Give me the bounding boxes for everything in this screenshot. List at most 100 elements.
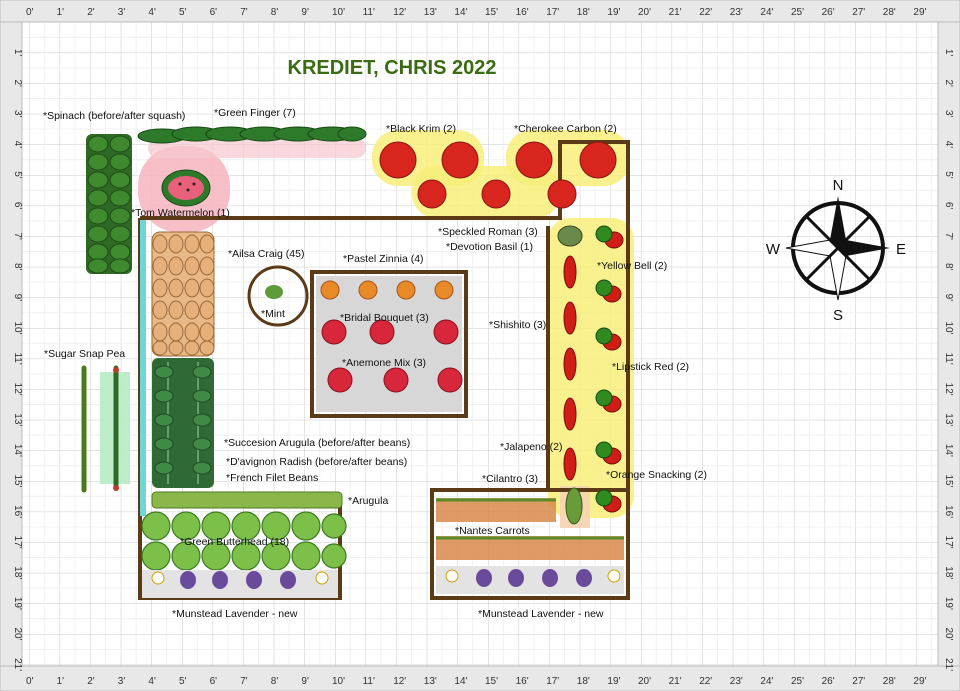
watermelon-icon xyxy=(161,169,211,207)
ruler-bottom-tick: 23' xyxy=(730,676,743,687)
label-jalapeno: *Jalapeno (2) xyxy=(500,441,562,453)
ruler-bottom: 0'1'2'3'4'5'6'7'8'9'10'11'12'13'14'15'16… xyxy=(26,676,927,687)
ruler-bottom-tick: 19' xyxy=(607,676,620,687)
ruler-right: 1'2'3'4'5'6'7'8'9'10'11'12'13'14'15'16'1… xyxy=(943,49,954,671)
ruler-right-tick: 4' xyxy=(943,141,954,149)
cucumber-plants xyxy=(137,126,367,144)
ruler-bottom-tick: 16' xyxy=(516,676,529,687)
ruler-bottom-tick: 0' xyxy=(26,676,34,687)
lavender-row-right xyxy=(436,566,624,594)
ruler-right-tick: 6' xyxy=(943,202,954,210)
ruler-bottom-tick: 25' xyxy=(791,676,804,687)
ruler-left-tick: 17' xyxy=(12,536,23,549)
ruler-top-tick: 3' xyxy=(118,7,126,18)
ruler-top-tick: 9' xyxy=(301,7,309,18)
ruler-right-tick: 2' xyxy=(943,79,954,87)
ruler-right-tick: 7' xyxy=(943,232,954,240)
ruler-bottom-tick: 28' xyxy=(883,676,896,687)
ruler-bottom-tick: 12' xyxy=(393,676,406,687)
compass-rose: N S E W xyxy=(766,177,906,324)
ruler-top-tick: 17' xyxy=(546,7,559,18)
label-bridal-bouquet: *Bridal Bouquet (3) xyxy=(340,312,429,324)
plant-labels: *Spinach (before/after squash) *Green Fi… xyxy=(43,107,707,620)
label-pastel-zinnia: *Pastel Zinnia (4) xyxy=(343,253,424,265)
carrot-rows xyxy=(436,498,624,560)
label-butterhead: *Green Butterhead (18) xyxy=(180,536,289,548)
label-nantes: *Nantes Carrots xyxy=(455,525,530,537)
ruler-bottom-tick: 27' xyxy=(852,676,865,687)
label-black-krim: *Black Krim (2) xyxy=(386,123,456,135)
label-cilantro: *Cilantro (3) xyxy=(482,473,538,485)
lettuce-plants xyxy=(141,511,347,571)
label-lipstick: *Lipstick Red (2) xyxy=(612,361,689,373)
flower-bed-plants xyxy=(316,276,463,412)
lavender-row-left xyxy=(142,570,338,598)
pepper-plants xyxy=(563,225,624,513)
basil-plant xyxy=(557,225,583,247)
ruler-top-tick: 28' xyxy=(883,7,896,18)
ruler-left-tick: 1' xyxy=(12,49,23,57)
bed-outline-north xyxy=(140,140,630,506)
ruler-top-tick: 10' xyxy=(332,7,345,18)
ruler-left-tick: 3' xyxy=(12,110,23,118)
trellis xyxy=(140,220,146,516)
ruler-top-tick: 20' xyxy=(638,7,651,18)
compass-north: N xyxy=(833,177,844,194)
ruler-right-tick: 8' xyxy=(943,263,954,271)
ruler-bottom-tick: 8' xyxy=(271,676,279,687)
ruler-top-tick: 15' xyxy=(485,7,498,18)
ruler-top-tick: 24' xyxy=(760,7,773,18)
label-shishito: *Shishito (3) xyxy=(489,319,546,331)
ruler-left-tick: 9' xyxy=(12,294,23,302)
mint-pot xyxy=(247,265,309,327)
ruler-left-tick: 6' xyxy=(12,202,23,210)
green-finger-highlight xyxy=(148,138,366,158)
ruler-right-tick: 12' xyxy=(943,383,954,396)
ruler-top-tick: 22' xyxy=(699,7,712,18)
ruler-top-tick: 25' xyxy=(791,7,804,18)
ruler-bottom-tick: 21' xyxy=(669,676,682,687)
ruler-top-tick: 21' xyxy=(669,7,682,18)
label-radish: *D'avignon Radish (before/after beans) xyxy=(226,456,407,468)
bed-flowers xyxy=(310,270,468,418)
ruler-left-tick: 19' xyxy=(12,597,23,610)
ruler-right-tick: 1' xyxy=(943,49,954,57)
label-orange-snacking: *Orange Snacking (2) xyxy=(606,469,707,481)
ruler-right-tick: 10' xyxy=(943,321,954,334)
label-sugar-snap: *Sugar Snap Pea xyxy=(44,348,125,360)
ruler-bottom-tick: 2' xyxy=(87,676,95,687)
plan-title: KREDIET, CHRIS 2022 xyxy=(288,57,497,79)
label-succession-arugula: *Succesion Arugula (before/after beans) xyxy=(224,437,410,449)
pea-flowers xyxy=(113,367,119,491)
ruler-top-tick: 19' xyxy=(607,7,620,18)
label-ailsa-craig: *Ailsa Craig (45) xyxy=(228,248,304,260)
ruler-bottom-tick: 3' xyxy=(118,676,126,687)
ruler-left-tick: 20' xyxy=(12,627,23,640)
ruler-left-tick: 11' xyxy=(12,352,23,364)
ruler-right-tick: 19' xyxy=(943,597,954,610)
label-speckled-roman: *Speckled Roman (3) xyxy=(438,226,538,238)
ruler-right-tick: 5' xyxy=(943,171,954,179)
ruler-right-tick: 11' xyxy=(943,352,954,364)
label-arugula: *Arugula xyxy=(348,495,388,507)
arugula-row xyxy=(151,491,343,509)
ruler-bottom-tick: 11' xyxy=(363,676,375,687)
ruler-top-tick: 12' xyxy=(393,7,406,18)
ruler-left-tick: 4' xyxy=(12,141,23,149)
ruler-right-tick: 16' xyxy=(943,505,954,518)
label-spinach: *Spinach (before/after squash) xyxy=(43,110,185,122)
ruler-bottom-tick: 14' xyxy=(454,676,467,687)
label-french-filet: *French Filet Beans xyxy=(226,472,318,484)
label-mint: *Mint xyxy=(261,308,285,320)
ruler-left-tick: 2' xyxy=(12,79,23,87)
ruler-left-tick: 18' xyxy=(12,566,23,579)
ruler-right-tick: 21' xyxy=(943,658,954,671)
ruler-top-tick: 2' xyxy=(87,7,95,18)
ruler-bottom-tick: 13' xyxy=(424,676,437,687)
ruler-right-tick: 18' xyxy=(943,566,954,579)
bed-carrots xyxy=(430,488,630,600)
ruler-left: 1'2'3'4'5'6'7'8'9'10'11'12'13'14'15'16'1… xyxy=(12,49,23,671)
ruler-left-tick: 13' xyxy=(12,413,23,426)
ruler-right-tick: 9' xyxy=(943,294,954,302)
